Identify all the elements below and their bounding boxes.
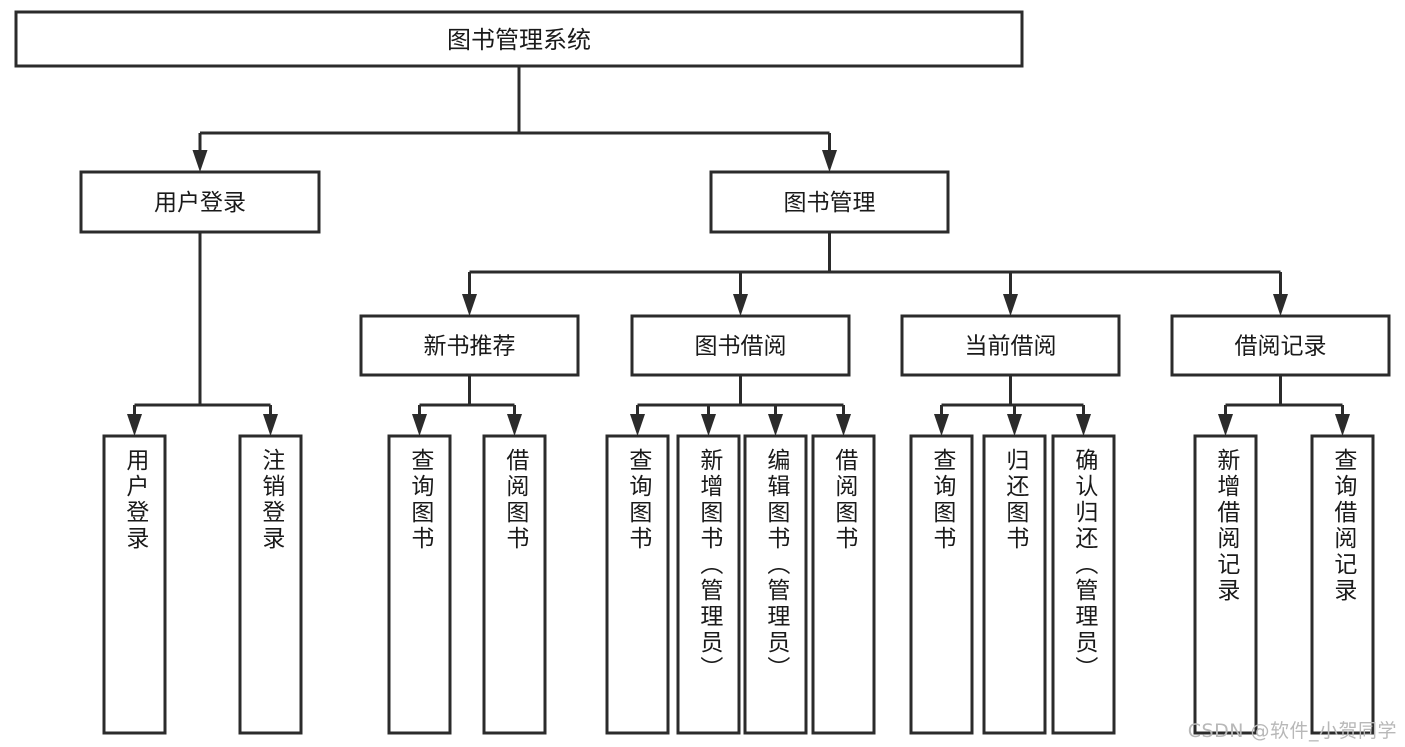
node-leaf-query-record[interactable] <box>1310 434 1375 735</box>
new-book-recommend-to-leaves-branch-1-arrowhead <box>507 414 522 436</box>
watermark-text: CSDN @软件_小贺同学 <box>1187 720 1397 742</box>
node-user-login-label: 用户登录 <box>154 190 246 216</box>
user-login-to-leaves-branch-1-arrowhead <box>263 414 278 436</box>
node-root-label: 图书管理系统 <box>447 26 591 54</box>
node-leaf-borrow-book-2[interactable] <box>811 434 876 735</box>
node-new-book-recommend[interactable]: 新书推荐 <box>359 314 580 377</box>
new-book-recommend-to-leaves-branch-0-arrowhead <box>412 414 427 436</box>
node-leaf-return-book[interactable] <box>982 434 1047 735</box>
node-leaf-user-logout[interactable] <box>238 434 303 735</box>
node-borrow-record-label: 借阅记录 <box>1235 334 1327 360</box>
node-leaf-add-record[interactable] <box>1193 434 1258 735</box>
node-leaf-borrow-book-1[interactable] <box>482 434 547 735</box>
node-new-book-recommend-label: 新书推荐 <box>424 334 516 360</box>
bookmanage-to-level3-branch-3-arrowhead <box>1273 294 1288 316</box>
node-book-manage-label: 图书管理 <box>784 190 876 216</box>
node-leaf-query-book-3[interactable] <box>909 434 974 735</box>
node-user-login[interactable]: 用户登录 <box>79 170 321 234</box>
node-leaf-confirm-return[interactable] <box>1051 434 1116 735</box>
node-leaf-user-login[interactable] <box>102 434 167 735</box>
node-leaf-query-book-2[interactable] <box>605 434 670 735</box>
root-to-level2-branch-1-arrowhead <box>822 150 837 172</box>
node-leaf-add-book[interactable] <box>676 434 741 735</box>
current-borrow-to-leaves-branch-0-arrowhead <box>934 414 949 436</box>
node-book-manage[interactable]: 图书管理 <box>709 170 950 234</box>
borrow-record-to-leaves-branch-0-arrowhead <box>1218 414 1233 436</box>
bookmanage-to-level3-branch-0-arrowhead <box>462 294 477 316</box>
node-book-borrow[interactable]: 图书借阅 <box>630 314 851 377</box>
node-borrow-record[interactable]: 借阅记录 <box>1170 314 1391 377</box>
current-borrow-to-leaves-branch-1-arrowhead <box>1007 414 1022 436</box>
book-borrow-to-leaves-branch-3-arrowhead <box>836 414 851 436</box>
node-current-borrow-label: 当前借阅 <box>965 334 1057 360</box>
borrow-record-to-leaves-branch-1-arrowhead <box>1335 414 1350 436</box>
node-root[interactable]: 图书管理系统 <box>14 10 1024 68</box>
node-leaf-edit-book[interactable] <box>743 434 808 735</box>
node-current-borrow[interactable]: 当前借阅 <box>900 314 1121 377</box>
connectors-layer <box>127 66 1350 436</box>
user-login-to-leaves-branch-0-arrowhead <box>127 414 142 436</box>
book-borrow-to-leaves-branch-0-arrowhead <box>630 414 645 436</box>
bookmanage-to-level3-branch-2-arrowhead <box>1003 294 1018 316</box>
node-book-borrow-label: 图书借阅 <box>695 334 787 360</box>
bookmanage-to-level3-branch-1-arrowhead <box>733 294 748 316</box>
book-borrow-to-leaves-branch-2-arrowhead <box>768 414 783 436</box>
node-leaf-query-book-1[interactable] <box>387 434 452 735</box>
book-borrow-to-leaves-branch-1-arrowhead <box>701 414 716 436</box>
root-to-level2-branch-0-arrowhead <box>192 150 208 172</box>
current-borrow-to-leaves-branch-2-arrowhead <box>1076 414 1091 436</box>
